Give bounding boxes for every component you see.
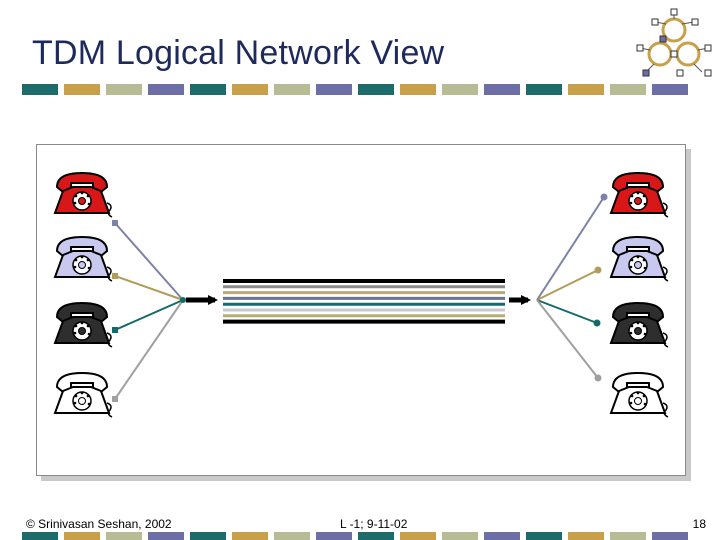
strip-segment: [358, 532, 394, 540]
channel-line: [114, 275, 184, 301]
strip-segment: [568, 84, 604, 95]
rotary-telephone-icon: [54, 302, 113, 348]
channel-line: [114, 299, 184, 331]
strip-segment: [484, 532, 520, 540]
diagram-frame: [36, 144, 686, 476]
channel-line: [536, 269, 599, 301]
strip-segment: [526, 84, 562, 95]
channel-endpoint-dot: [112, 396, 118, 402]
strip-segment: [64, 532, 100, 540]
channel-endpoint-dot: [594, 374, 602, 382]
strip-segment: [400, 84, 436, 95]
strip-segment: [190, 84, 226, 95]
channel-line: [114, 222, 184, 301]
channel-endpoint-dot: [112, 220, 118, 226]
strip-segment: [316, 532, 352, 540]
channel-line: [114, 299, 184, 400]
strip-segment: [22, 84, 58, 95]
strip-segment: [64, 84, 100, 95]
channel-endpoint-dot: [594, 266, 602, 274]
strip-segment: [22, 532, 58, 540]
strip-segment: [190, 532, 226, 540]
channel-line: [536, 299, 598, 324]
strip-segment: [652, 84, 688, 95]
channel-endpoint-dot: [593, 319, 601, 327]
rotary-telephone-icon: [54, 236, 113, 282]
rotary-telephone-icon: [610, 372, 669, 418]
strip-segment: [148, 84, 184, 95]
strip-segment: [274, 532, 310, 540]
rotary-telephone-icon: [54, 372, 113, 418]
strip-segment: [106, 84, 142, 95]
strip-segment: [316, 84, 352, 95]
strip-segment: [232, 532, 268, 540]
strip-segment: [610, 84, 646, 95]
channel-endpoint-dot: [112, 327, 118, 333]
strip-segment: [442, 532, 478, 540]
strip-segment: [568, 532, 604, 540]
strip-segment: [442, 84, 478, 95]
footer-copyright: © Srinivasan Seshan, 2002: [26, 517, 172, 531]
footer-page-number: 18: [692, 517, 706, 531]
strip-segment: [652, 532, 688, 540]
channel-endpoint-dot: [600, 193, 608, 201]
channel-endpoint-dot: [112, 273, 118, 279]
tdm-network-diagram: [54, 172, 669, 418]
footer-lecture-label: L -1; 9-11-02: [340, 517, 408, 531]
rotary-telephone-icon: [610, 172, 669, 218]
rotary-telephone-icon: [54, 172, 113, 218]
strip-segment: [274, 84, 310, 95]
strip-segment: [106, 532, 142, 540]
strip-segment: [358, 84, 394, 95]
network-nodes-logo: [636, 8, 712, 77]
strip-segment: [400, 532, 436, 540]
decorative-color-strip-bottom: [22, 532, 694, 540]
strip-segment: [232, 84, 268, 95]
slide-title: TDM Logical Network View: [32, 34, 445, 72]
mux-hub-dot: [180, 297, 186, 303]
channel-line: [536, 299, 599, 379]
strip-segment: [484, 84, 520, 95]
decorative-color-strip-top: [22, 84, 694, 95]
strip-segment: [148, 532, 184, 540]
rotary-telephone-icon: [610, 236, 669, 282]
rotary-telephone-icon: [610, 302, 669, 348]
strip-segment: [610, 532, 646, 540]
strip-segment: [526, 532, 562, 540]
channel-line: [536, 196, 605, 301]
